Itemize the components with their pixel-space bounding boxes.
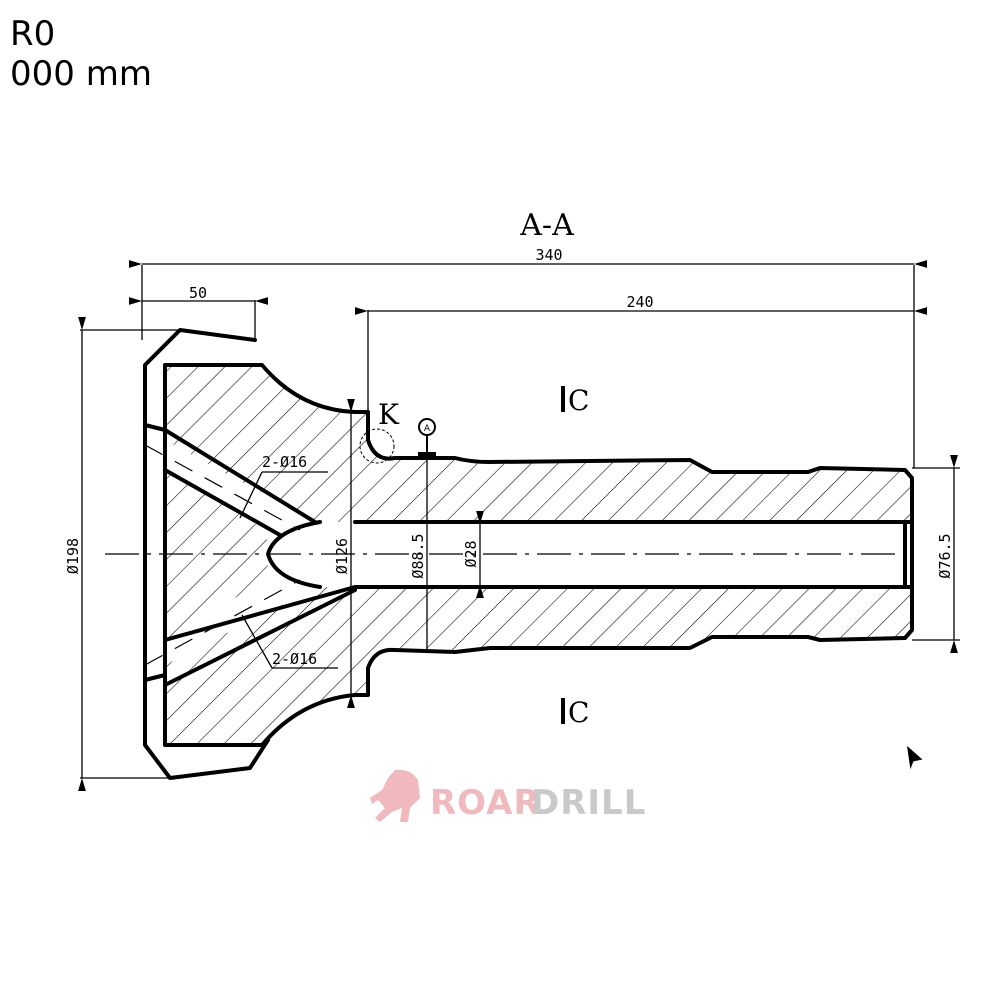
detail-label-k: K bbox=[378, 398, 400, 431]
header-line-2: 000 mm bbox=[10, 54, 152, 94]
leader-hole-lower bbox=[241, 614, 273, 669]
watermark-logo: ROAR DRILL bbox=[370, 769, 646, 823]
hole-callout-upper: 2-Ø16 bbox=[262, 453, 307, 471]
leader-hole-upper bbox=[239, 471, 263, 519]
dim-50-text: 50 bbox=[189, 284, 207, 302]
hole-callout-lower: 2-Ø16 bbox=[272, 650, 317, 668]
section-mark-top: C bbox=[568, 384, 589, 417]
flushing-hole-upper bbox=[143, 423, 317, 537]
datum-a-label: A bbox=[424, 424, 431, 434]
dim-76-text: Ø76.5 bbox=[936, 533, 954, 578]
head-inner-profile bbox=[163, 363, 914, 747]
hole-axis-lower bbox=[144, 579, 301, 666]
dim-28-text: Ø28 bbox=[462, 540, 480, 567]
flushing-hole-lower bbox=[143, 585, 357, 687]
watermark-brand-red: ROAR bbox=[430, 783, 541, 823]
section-title: A-A bbox=[519, 208, 574, 243]
detail-circle-k bbox=[359, 428, 395, 464]
mouse-pointer-icon bbox=[904, 742, 926, 775]
hole-axis-upper bbox=[144, 444, 301, 531]
datum-a-base bbox=[418, 452, 436, 457]
section-hatch-head bbox=[165, 470, 270, 640]
header-line-1: R0 bbox=[10, 14, 56, 54]
lion-icon bbox=[370, 769, 420, 822]
dim-240-text: 240 bbox=[626, 293, 653, 311]
section-mark-bottom-bar bbox=[561, 698, 565, 724]
section-mark-bottom: C bbox=[568, 696, 589, 729]
section-mark-top-bar bbox=[561, 386, 565, 412]
dim-340-text: 340 bbox=[535, 246, 562, 264]
dim-198-text: Ø198 bbox=[64, 538, 82, 574]
watermark-brand-grey: DRILL bbox=[531, 783, 646, 823]
dim-126-text: Ø126 bbox=[333, 538, 351, 574]
header-label: R0 000 mm bbox=[10, 14, 152, 94]
dim-88-text: Ø88.5 bbox=[409, 533, 427, 578]
